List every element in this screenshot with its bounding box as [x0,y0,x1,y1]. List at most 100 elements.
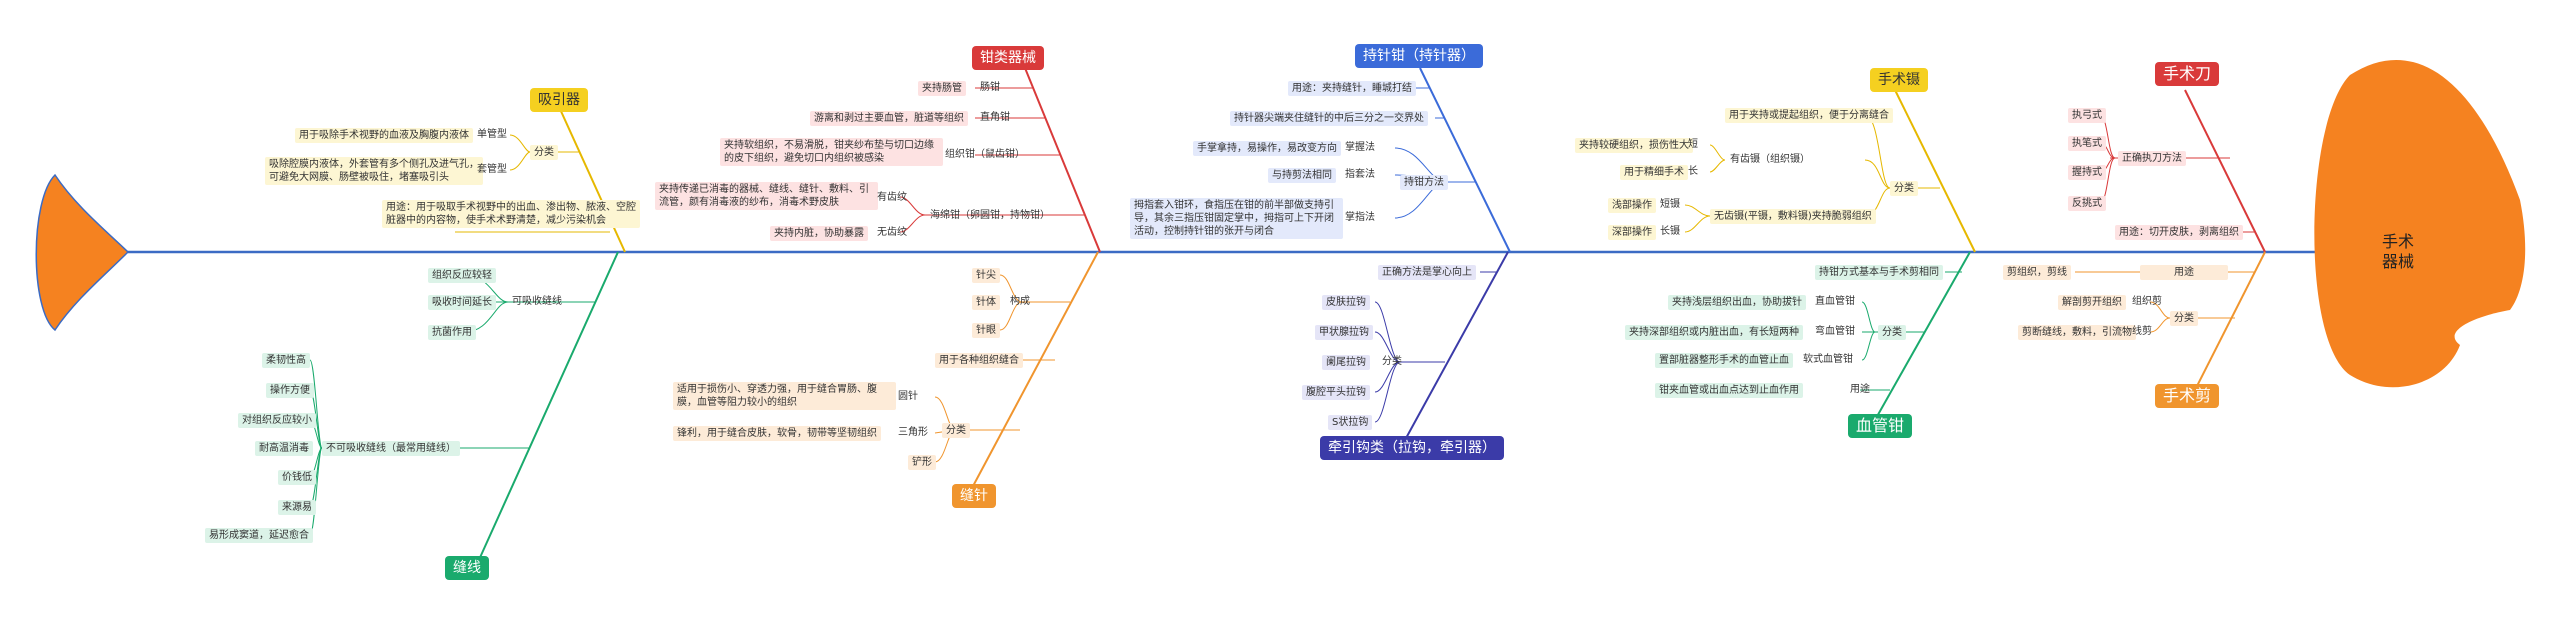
fengzhen-fenlei: 分类 [942,423,970,438]
shoushunie-qianbu-len: 短镊 [1660,199,1680,210]
chizhen-yongtu: 用途：夹持缝针，睡城打结 [1288,81,1416,96]
category-xiyinqi[interactable]: 吸引器 [530,88,588,112]
shoushujian-fenlei: 分类 [2170,311,2198,326]
branches-shoushudao [2099,114,2255,233]
fengzhen-chanxing: 铲形 [908,455,936,470]
bone-qianlei [1024,67,1101,253]
category-qianlei[interactable]: 钳类器械 [972,46,1044,70]
bone-chizhen [1419,67,1511,253]
qianlei-zuzhiqian: 组织钳（鼠齿钳） [945,149,1025,160]
shoushudao-item-1: 执弓式 [2068,108,2106,123]
fenghe-buke: 不可吸收缝线（最常用缝线） [322,441,460,456]
qianlei-zuzhi-desc: 夹持软组织，不易滑脱，钳夹纱布垫与切口边缘的皮下组织，避免切口内组织被感染 [720,138,943,166]
xiyinqi-danguan-desc: 用于吸除手术视野的血液及胸腹内液体 [295,128,473,143]
category-fengzhen[interactable]: 缝针 [952,484,996,508]
category-fenghe[interactable]: 缝线 [445,556,489,580]
fengzhen-yongyu: 用于各种组织缝合 [935,353,1023,368]
chizhen-zhijie: 指套法 [1345,169,1375,180]
shoushunie-yongyu: 用于夹持或提起组织，便于分离缝合 [1725,108,1893,123]
xiyinqi-danguan: 单管型 [477,129,507,140]
shoushujian-jianxian-desc: 剪断缝线，敷料，引流物 [2018,325,2136,340]
fenghe-buke-item-2: 操作方便 [266,383,314,398]
chizhen-zhangzhi-desc: 拇指套入钳环，食指压在钳的前半部做支持引导，其余三指压钳固定掌中，拇指可上下开闭… [1130,198,1343,239]
fengzhen-sanjiao-desc: 锋利，用于缝合皮肤，软骨，韧带等坚韧组织 [673,426,881,441]
category-shoushunie[interactable]: 手术镊 [1870,68,1928,92]
xiyinqi-fenlei: 分类 [530,145,558,160]
shoushujian-jianxian: 线剪 [2132,326,2152,337]
qianlei-youchi: 有齿纹 [877,192,907,203]
shoushudao-yongtu: 用途：切开皮肤，剥离组织 [2115,225,2243,240]
qianlei-youchi-desc: 夹持传递已消毒的器械、缝线、缝针、敷料、引流管，颜有消毒液的纱布，消毒术野皮肤 [655,182,878,210]
xiyinqi-yongtu: 用途：用于吸取手术视野中的出血、渗出物、脓液、空腔脏器中的内容物，使手术术野清楚… [382,200,640,228]
fengzhen-goucheng-item-1: 针尖 [972,268,1000,283]
bone-shoushunie [1894,89,1976,253]
bone-shoushujian [2194,251,2266,391]
xueguan-zhiqian: 直血管钳 [1815,296,1855,307]
fenghe-buke-item-7: 易形成窦道，延迟愈合 [205,528,313,543]
xiyinqi-taoguan: 套管型 [477,164,507,175]
category-chizhen[interactable]: 持针钳（持针器） [1355,44,1483,68]
xueguan-yongtu: 用途 [1850,384,1870,395]
fengzhen-yuanzhen: 圆针 [898,391,918,402]
qianlei-jiachilu: 夹持肠管 [918,81,966,96]
xiyinqi-taoguan-desc: 吸除腔膜内液体，外套管有多个侧孔及进气孔，可避免大网膜、肠壁被吸住，堵塞吸引头 [265,157,483,185]
shoushunie-shenbu: 深部操作 [1608,225,1656,240]
fengzhen-goucheng-item-2: 针体 [972,295,1000,310]
fengzhen-goucheng-item-3: 针眼 [972,323,1000,338]
qianyingou-fenlei: 分类 [1382,356,1402,367]
fenghe-buke-item-1: 柔韧性高 [262,353,310,368]
bone-fengzhen [971,251,1099,489]
fenghe-keyi: 可吸收缝线 [512,296,562,307]
branches-chizhen [1394,87,1475,219]
category-shoushudao[interactable]: 手术刀 [2155,62,2220,86]
shoushunie-chang: 长 [1688,166,1698,177]
qianlei-wuchi-desc: 夹持内脏，协助暴露 [770,226,868,241]
shoushunie-chang-desc: 用于精细手术 [1620,165,1688,180]
qianlei-changqian: 肠钳 [980,82,1000,93]
shoushudao-zhengque: 正确执刀方法 [2118,151,2186,166]
bone-xiyinqi [554,97,626,253]
shoushunie-duan-desc: 夹持较硬组织，损伤性大 [1575,138,1693,153]
fengzhen-yuanzhen-desc: 适用于损伤小、穿透力强，用于缝合胃肠、腹膜，血管等阻力较小的组织 [673,382,896,410]
branches-shoushunie [1684,114,1940,233]
qianyingou-item-1: 皮肤拉钩 [1322,295,1370,310]
chizhen-zhangwo-desc: 手掌拿持，易操作，易改变方向 [1193,141,1341,156]
shoushunie-shenbu-len: 长镊 [1660,226,1680,237]
category-shoushujian[interactable]: 手术剪 [2155,384,2220,408]
fenghe-buke-item-5: 价钱低 [278,470,316,485]
bone-xueguan [1874,251,1971,421]
qianyingou-item-5: S状拉钩 [1328,415,1373,430]
category-qianyingou[interactable]: 牵引钩类（拉钩，牵引器） [1320,436,1504,460]
shoushujian-jianzu: 剪组织，剪线 [2003,265,2071,280]
title-line-2: 器械 [2381,252,2414,271]
category-xueguan[interactable]: 血管钳 [1848,414,1913,438]
chizhen-chifang: 持钳方法 [1400,175,1448,190]
branches-fenghe [309,274,595,536]
chizhen-zhangzhi: 掌指法 [1345,212,1375,223]
shoushunie-qianbu: 浅部操作 [1608,198,1656,213]
qianlei-zhijiaoqian: 直角钳 [980,112,1010,123]
branches-qianlei [899,87,1085,233]
fenghe-keyi-item-1: 组织反应较轻 [428,268,496,283]
bone-fenghe [477,251,619,563]
xueguan-wanqian-desc: 夹持深部组织或内脏出血，有长短两种 [1625,325,1803,340]
fengzhen-sanjiao: 三角形 [898,427,928,438]
fengzhen-goucheng: 构成 [1010,296,1030,307]
qianyingou-item-4: 腹腔平头拉钩 [1302,385,1370,400]
xueguan-wanqian: 弯血管钳 [1815,326,1855,337]
fenghe-buke-item-6: 来源易 [278,500,316,515]
qianlei-haimianqian: 海绵钳（卵圆钳，持物钳） [930,210,1050,221]
title-line-1: 手术 [2381,232,2414,251]
fenghe-keyi-item-3: 抗菌作用 [428,325,476,340]
chizhen-zhijie-desc: 与持剪法相同 [1268,168,1336,183]
qianlei-wuchi: 无齿纹 [877,227,907,238]
xueguan-yongtu-desc: 钳夹血管或出血点达到止血作用 [1655,383,1803,398]
xueguan-chiqian: 持钳方式基本与手术剪相同 [1815,265,1943,280]
shoushunie-fenlei: 分类 [1890,181,1918,196]
xueguan-ruanqian-desc: 置部脏器整形手术的血管止血 [1655,353,1793,368]
fenghe-keyi-item-2: 吸收时间延长 [428,295,496,310]
shoushunie-wuchinie: 无齿镊(平镊，敷料镊)夹持脆弱组织 [1710,209,1876,224]
shoushunie-youchinie: 有齿镊（组织镊） [1730,154,1810,165]
qianyingou-zhengque: 正确方法是掌心向上 [1378,265,1476,280]
